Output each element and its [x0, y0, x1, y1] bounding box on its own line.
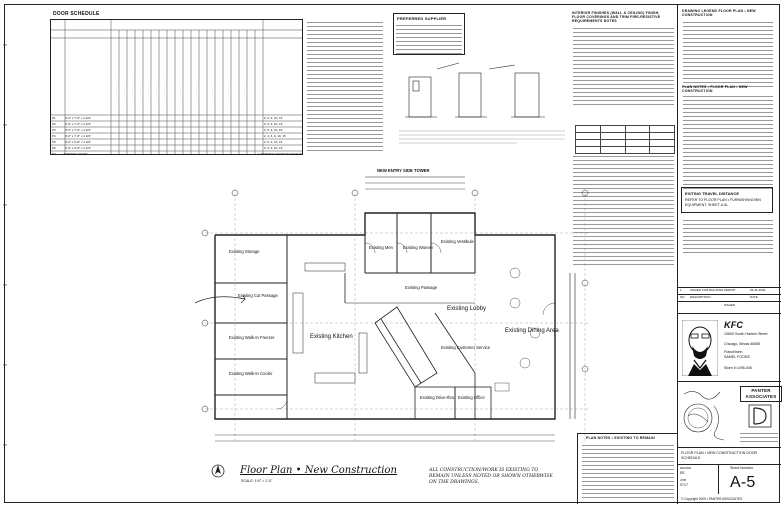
- room-cut-passage: Existing Cut Passage: [238, 293, 278, 298]
- svg-text:· · · · · · · · · · · ·: · · · · · · · · · · · ·: [162, 79, 166, 100]
- room-lobby: Existing Lobby: [447, 306, 487, 312]
- svg-text:· · · · · · · · ·: · · · · · · · · ·: [154, 84, 158, 100]
- room-cooler: Existing Walk-In Cooler: [229, 371, 273, 376]
- room-freezer: Existing Walk-In Freezer: [229, 335, 275, 340]
- table-row: P7 EXISTING DOOR 1, EXISTING DOOR TO REM…: [52, 152, 302, 156]
- architect-block: PANTER ASSOCIATES: [678, 381, 782, 448]
- room-storage: Existing Storage: [229, 249, 260, 254]
- architect-logo-icon: [748, 404, 772, 428]
- tower-label: NEW ENTRY SIDE TOWER: [377, 168, 430, 173]
- table-row: P5 3'-0" x 6'-8" x 1 3/4" 2, 6, 9, 10, 1…: [52, 140, 283, 144]
- room-mens: Existing Men: [369, 245, 393, 250]
- colonel-logo-icon: [682, 320, 718, 376]
- svg-text:· · · · · · · · · · ·: · · · · · · · · · · ·: [194, 81, 198, 100]
- exiting-travel-box: EXITING TRAVEL DISTANCE REFER TO FLOOR P…: [681, 187, 773, 213]
- revision-row: 1 ISSUED FOR BUILDING PERMIT 03-31-2009: [678, 287, 781, 294]
- door-schedule-title: DOOR SCHEDULE: [53, 11, 100, 17]
- svg-text:· · · · · · · · · · · ·: · · · · · · · · · · · ·: [114, 79, 118, 100]
- room-vestibule: Existing Vestibule: [441, 239, 474, 244]
- sheet-number-label: Sheet Number: [730, 466, 754, 470]
- floor-plan: [194, 176, 590, 443]
- architect-signature: [683, 391, 725, 441]
- revision-block: 1 ISSUED FOR BUILDING PERMIT 03-31-2009 …: [678, 287, 781, 308]
- door-schedule-table: · · · · · · · · · · · · · · · · · · · · …: [50, 19, 303, 158]
- svg-text:· · · · · · · · ·: · · · · · · · · ·: [242, 84, 246, 100]
- table-row: P6 3'-0" x 6'-8" x 1 3/4" 2, 6, 9, 10, 1…: [52, 146, 283, 150]
- plan-caption-note: ALL CONSTRUCTION/WORK IS EXISTING TO REM…: [429, 468, 553, 485]
- room-office: Existing Office: [458, 395, 485, 400]
- preferred-supplier-box: PREFERRED SUPPLIER: [393, 13, 465, 55]
- table-row: P3 3'-0" x 7'-0" x 1 3/4" 2, 6, 9, 10, 1…: [52, 128, 283, 132]
- sheet-title: FLOOR PLAN • NEW CONSTRUCTION DOOR SCHED…: [681, 451, 758, 460]
- room-kitchen: Existing Kitchen: [310, 334, 353, 340]
- door-schedule-grid: · · · · · · · · · · · · · · · · · · · · …: [51, 20, 302, 154]
- room-womens: Existing Women: [403, 245, 434, 250]
- room-customer-service: Existing Customer Service: [441, 345, 491, 350]
- exiting-travel-title: EXITING TRAVEL DISTANCE: [685, 191, 740, 196]
- sheet-edge-ticks: [3, 44, 7, 446]
- room-drive-thru: Existing Drive-thru: [420, 395, 455, 400]
- plan-notes-title: PLAN NOTES • FLOOR PLAN • NEW CONSTRUCTI…: [682, 85, 748, 93]
- table-row: P2 3'-0" x 7'-0" x 1 3/4" 2, 6, 9, 10, 1…: [52, 122, 283, 126]
- finishes-notes: [571, 25, 676, 105]
- finishes-title: INTERIOR FINISHES (WALL & CEILING) FINIS…: [572, 11, 661, 23]
- revision-header: NO. DESCRIPTION DATE: [678, 294, 781, 302]
- plan-notes: [681, 93, 775, 189]
- svg-text:· · · · · · · · · · · · ·: · · · · · · · · · · · · ·: [130, 77, 134, 100]
- issued-label: ISSUED: [723, 303, 736, 307]
- svg-text:· · · · · · · ·: · · · · · · · ·: [178, 86, 182, 100]
- room-passage: Existing Passage: [405, 285, 438, 290]
- preferred-supplier-title: PREFERRED SUPPLIER: [397, 16, 447, 21]
- svg-text:· · · · · · · · · · ·: · · · · · · · · · · ·: [146, 81, 150, 100]
- svg-text:· · · · · · · · ·: · · · · · · · · ·: [138, 84, 142, 100]
- table-row: P4 3'-0" x 7'-0" x 1 3/4" 2, 4, 6, 9, 10…: [52, 134, 286, 138]
- plan-notes-existing-title: PLAN NOTES • EXISTING TO REMAIN: [586, 436, 655, 440]
- sheet-number: A-5: [730, 474, 756, 491]
- drawing-legend: [681, 19, 775, 87]
- door-schedule-rows: P1 3'-0" x 7'-0" x 1 3/4" 2, 6, 9, 10, 1…: [52, 116, 302, 158]
- door-elevations: [399, 62, 565, 144]
- plan-caption-title: Floor Plan • New Construction: [240, 465, 397, 476]
- svg-text:· · · · · · · · · ·: · · · · · · · · · ·: [122, 83, 126, 101]
- client-block: KFC 10600 South Harlem Street Chicago, I…: [678, 313, 781, 382]
- exiting-travel-text: REFER TO FLOOR PLAN • FURNISH/KNOWN EQUI…: [685, 198, 761, 207]
- copyright: © Copyright 2009 • PANTER ASSOCIATES: [681, 497, 743, 501]
- door-schedule-notes: [305, 19, 385, 157]
- sheet-block: FLOOR PLAN • NEW CONSTRUCTION DOOR SCHED…: [678, 447, 781, 505]
- plan-caption-scale: SCALE: 1/4" = 1'-0": [241, 479, 273, 483]
- table-row: P1 3'-0" x 7'-0" x 1 3/4" 2, 6, 9, 10, 1…: [52, 116, 283, 120]
- drawing-sheet: DOOR SCHEDULE: [3, 4, 782, 505]
- drawing-legend-title: DRAWING LEGEND FLOOR PLAN • NEW CONSTRUC…: [682, 9, 756, 17]
- client-brand: KFC: [724, 320, 744, 330]
- north-arrow-icon: [211, 464, 225, 478]
- svg-text:· · · · · · · · · · ·: · · · · · · · · · · ·: [226, 81, 230, 100]
- svg-text:· · · · · · · ·: · · · · · · · ·: [210, 86, 214, 100]
- title-column-divider: [677, 5, 678, 504]
- room-dining: Existing Dining Area: [505, 328, 559, 334]
- finishes-table: [575, 125, 675, 154]
- architect-name: PANTER ASSOCIATES: [740, 386, 782, 402]
- plan-notes-existing: PLAN NOTES • EXISTING TO REMAIN: [577, 433, 678, 504]
